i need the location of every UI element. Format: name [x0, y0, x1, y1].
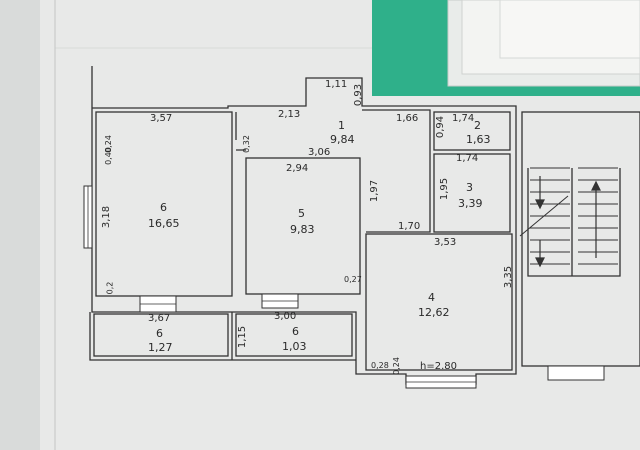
dim-028: 0,28: [371, 361, 389, 370]
room-2-outline: [433, 111, 511, 151]
paper-shadow-left: [0, 0, 40, 450]
room-2-area: 1,63: [466, 133, 491, 146]
room-4-area: 12,62: [418, 306, 450, 319]
dim-166: 1,66: [396, 113, 419, 124]
dim-170: 1,70: [398, 221, 421, 232]
balcony-6b-outline: [235, 313, 353, 357]
dim-093: 0,93: [353, 83, 365, 107]
stairs-steps: [530, 167, 618, 265]
room-1-area: 9,84: [330, 133, 355, 146]
dim-318: 3,18: [101, 205, 113, 229]
balcony-6b-number: 6: [292, 325, 299, 338]
balcony-6b-area: 1,03: [282, 340, 307, 353]
room-5-outline: [245, 157, 361, 295]
balcony-6-area: 1,27: [148, 341, 173, 354]
room-3-outline: [433, 153, 511, 233]
outer-wall: [91, 66, 517, 385]
room-4-outline: [365, 233, 513, 371]
dim-094: 0,94: [435, 115, 447, 139]
dim-032: 0,32: [241, 135, 251, 153]
dim-195: 1,95: [439, 177, 451, 201]
room-1-number: 1: [338, 119, 345, 132]
dim-197: 1,97: [369, 179, 381, 203]
dim-357: 3,57: [150, 113, 173, 124]
room-6-large-area: 16,65: [148, 217, 180, 230]
stairs-diagonal: [519, 195, 569, 237]
balcony-6-number: 6: [156, 327, 163, 340]
room-5-number: 5: [298, 207, 305, 220]
ceiling-height: h=2.80: [420, 361, 457, 372]
window-stairs-bottom: [547, 365, 605, 381]
arrow-up-head: [591, 180, 601, 191]
dim-353: 3,53: [434, 237, 457, 248]
arrow-down-1-head: [535, 199, 545, 210]
hallway-wall: [235, 109, 431, 233]
dim-174-top: 1,74: [452, 113, 475, 124]
room-2-number: 2: [474, 119, 481, 132]
arrow-down-2-head: [535, 257, 545, 268]
stairs-frame: [527, 168, 621, 277]
dim-306: 3,06: [308, 147, 331, 158]
dim-174-mid: 1,74: [456, 153, 479, 164]
stacked-papers-top: [499, 0, 640, 59]
dim-335: 3,35: [503, 265, 515, 289]
dim-115: 1,15: [237, 325, 249, 349]
dim-024-bottom: 0,24: [391, 357, 401, 375]
dim-294: 2,94: [286, 163, 309, 174]
balcony-wall: [89, 312, 356, 361]
balcony-6-outline: [93, 313, 229, 357]
dim-213: 2,13: [278, 109, 301, 120]
dim-111: 1,11: [325, 79, 348, 90]
dim-300: 3,00: [274, 311, 297, 322]
dim-024: 0,24: [103, 135, 113, 153]
dim-027: 0,27: [344, 275, 362, 284]
room-3-area: 3,39: [458, 197, 483, 210]
dim-02: 0,2: [105, 281, 115, 295]
room-5-area: 9,83: [290, 223, 315, 236]
room-6-large-number: 6: [160, 201, 167, 214]
room-3-number: 3: [466, 181, 473, 194]
room-4-number: 4: [428, 291, 435, 304]
dim-367: 3,67: [148, 313, 171, 324]
